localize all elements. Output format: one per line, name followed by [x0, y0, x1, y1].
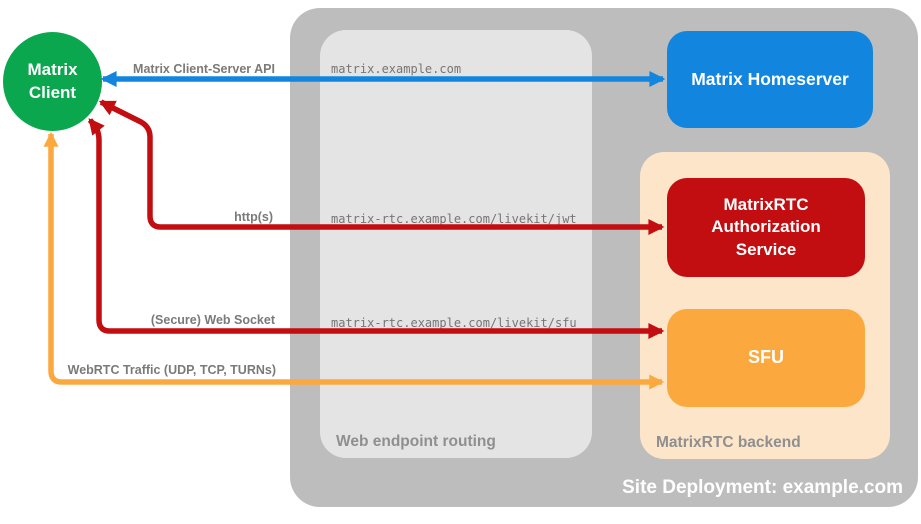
node-matrix-client-label: Matrix Client — [27, 59, 78, 102]
label-secure-web-socket: (Secure) Web Socket — [150, 313, 275, 327]
node-matrix-client: Matrix Client — [3, 32, 102, 131]
node-matrix-homeserver: Matrix Homeserver — [667, 31, 873, 128]
label-webrtc-traffic: WebRTC Traffic (UDP, TCP, TURNs) — [67, 363, 276, 377]
web-endpoint-routing-container: Web endpoint routing — [320, 30, 592, 458]
endpoint-livekit-jwt: matrix-rtc.example.com/livekit/jwt — [331, 212, 577, 226]
web-endpoint-routing-label: Web endpoint routing — [336, 433, 496, 450]
node-sfu-label: SFU — [748, 347, 784, 368]
endpoint-matrix-example-com: matrix.example.com — [331, 62, 462, 76]
node-sfu: SFU — [667, 309, 865, 407]
label-https: http(s) — [234, 210, 273, 224]
node-matrixrtc-authorization-service-label: MatrixRTC Authorization Service — [711, 195, 821, 259]
node-matrix-homeserver-label: Matrix Homeserver — [691, 69, 849, 90]
label-client-server-api: Matrix Client-Server API — [133, 62, 275, 76]
endpoint-livekit-sfu: matrix-rtc.example.com/livekit/sfu — [331, 316, 577, 330]
site-deployment-label: Site Deployment: example.com — [622, 477, 903, 498]
matrixrtc-backend-label: MatrixRTC backend — [656, 434, 801, 451]
node-matrixrtc-authorization-service: MatrixRTC Authorization Service — [667, 178, 865, 277]
